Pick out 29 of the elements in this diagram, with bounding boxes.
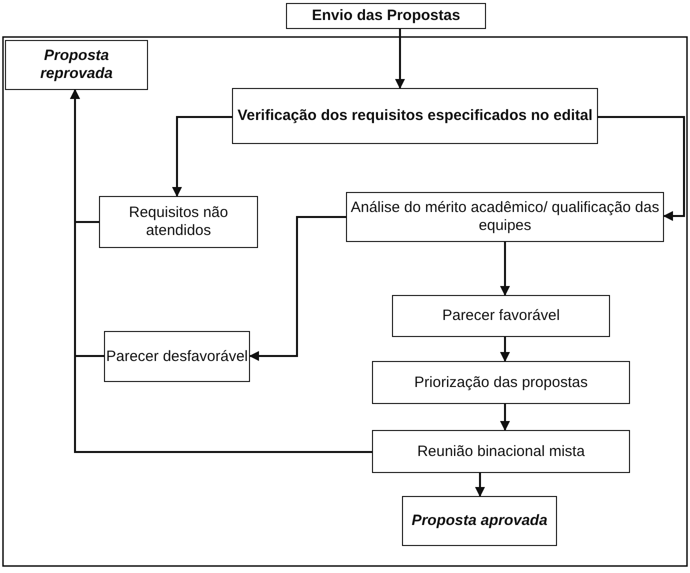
process-box [402, 496, 557, 546]
box-label: Parecer desfavorável [106, 348, 248, 366]
process-box [104, 331, 250, 382]
process-box [286, 3, 486, 29]
box-label: Envio das Propostas [312, 7, 460, 25]
box-label: Análise do mérito acadêmico/ qualificação das equipes [350, 199, 660, 235]
arrow [500, 404, 510, 431]
box-label: Verificação dos requisitos especificados no edital [237, 107, 593, 125]
arrow [475, 473, 485, 497]
process-box [372, 430, 630, 473]
box-label: Priorização das propostas [414, 374, 588, 392]
arrow [500, 242, 510, 296]
process-box [346, 192, 664, 242]
process-box [392, 295, 610, 337]
arrow [172, 116, 232, 197]
process-box [99, 196, 258, 248]
arrow [395, 29, 405, 89]
box-label: Parecer favorável [442, 307, 560, 325]
box-label: Requisitos não atendidos [128, 204, 230, 240]
arrow [598, 116, 685, 221]
arrow [500, 337, 510, 362]
box-label: Proposta reprovada [39, 47, 114, 83]
box-label: Reunião binacional mista [417, 442, 585, 460]
arrow [70, 89, 372, 453]
arrow [249, 216, 346, 361]
process-box [5, 40, 148, 90]
process-box [372, 361, 630, 404]
box-label: Proposta aprovada [412, 512, 548, 530]
process-box [232, 88, 598, 144]
